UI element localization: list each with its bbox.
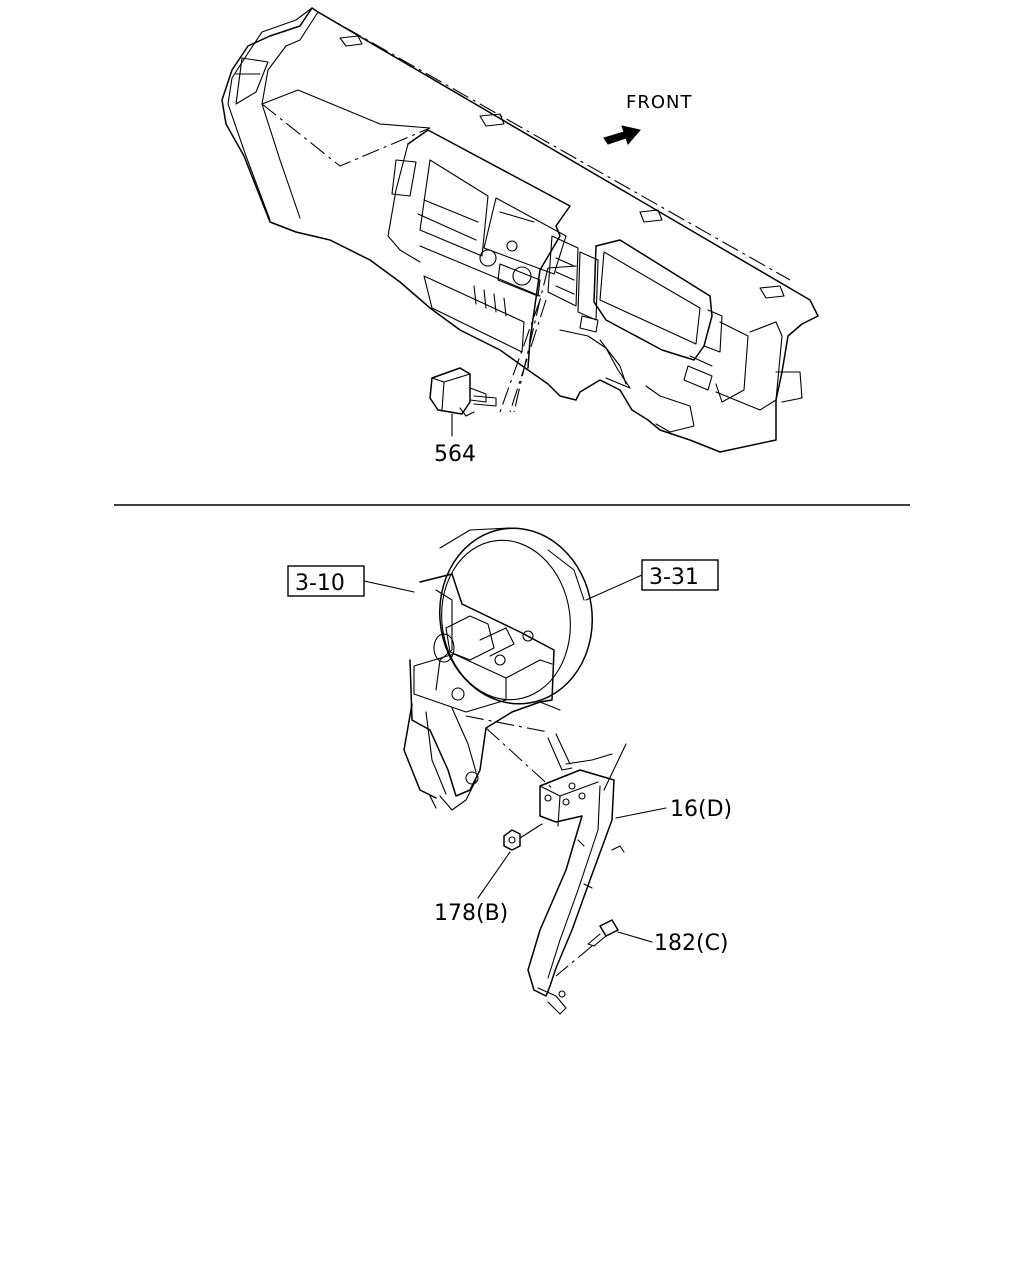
svg-text:3-10: 3-10 bbox=[295, 571, 345, 596]
ref-box-3-31: 3-31 bbox=[641, 559, 719, 591]
front-arrow-icon bbox=[603, 125, 641, 145]
callout-16d: 16(D) bbox=[670, 797, 732, 822]
callout-564: 564 bbox=[434, 442, 476, 467]
rocker-switch-part bbox=[429, 367, 497, 437]
bolt-part bbox=[587, 919, 619, 947]
instrument-panel-drawing bbox=[221, 7, 819, 453]
front-label: FRONT bbox=[626, 92, 693, 113]
callout-182c: 182(C) bbox=[654, 931, 729, 956]
brake-booster-drawing bbox=[403, 527, 594, 811]
ref-box-3-10: 3-10 bbox=[287, 565, 365, 597]
callout-178b: 178(B) bbox=[434, 901, 508, 926]
support-bracket-part bbox=[527, 733, 627, 1015]
nut-part bbox=[503, 829, 521, 851]
svg-text:3-31: 3-31 bbox=[649, 565, 699, 590]
